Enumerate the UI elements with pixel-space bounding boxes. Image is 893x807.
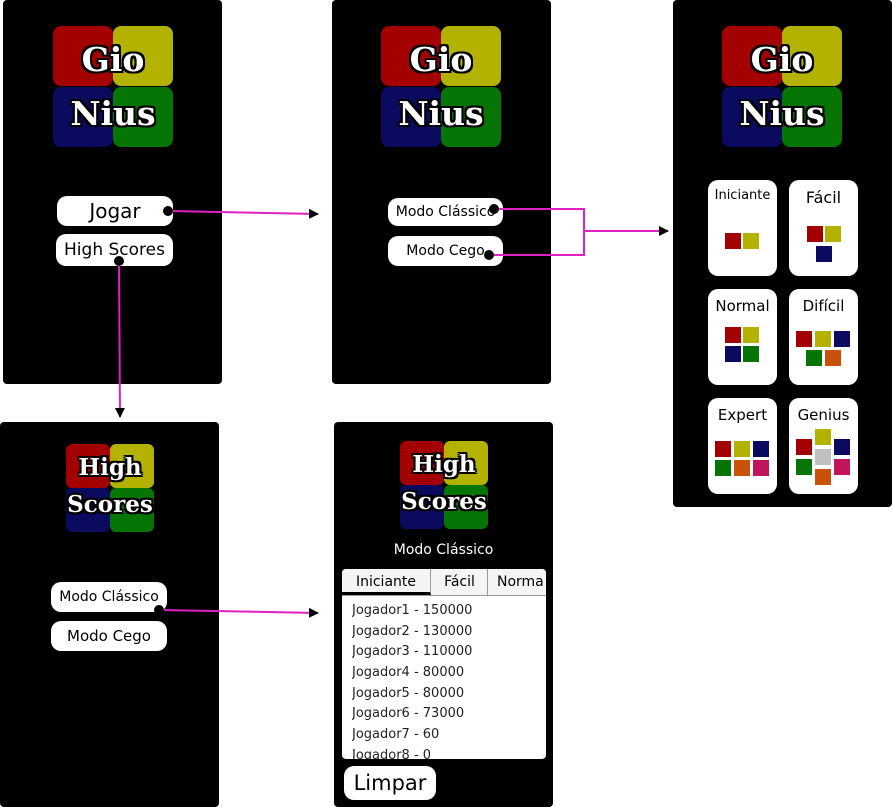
- scores-classic-button[interactable]: Modo Clássico: [51, 582, 167, 612]
- difficulty-card-expert[interactable]: Expert: [708, 398, 777, 494]
- tab-normal[interactable]: Norma: [497, 574, 544, 590]
- clear-button[interactable]: Limpar: [344, 766, 436, 800]
- logo-line-1: Gio: [81, 40, 145, 79]
- logo-line-1: High: [78, 454, 142, 481]
- color-square: [834, 459, 850, 475]
- play-button[interactable]: Jogar: [57, 196, 173, 226]
- gionius-logo: Gio Nius: [53, 26, 173, 148]
- color-square: [734, 460, 750, 476]
- color-square: [807, 226, 823, 242]
- color-square: [815, 469, 831, 485]
- difficulty-tabs: Iniciante Fácil Norma: [342, 569, 546, 596]
- tab-facil[interactable]: Fácil: [432, 569, 488, 595]
- difficulty-label: Iniciante: [714, 188, 771, 203]
- difficulty-label: Expert: [717, 406, 768, 424]
- color-square: [715, 441, 731, 457]
- classic-scores-screen: High Scores Modo Clássico Iniciante Fáci…: [334, 422, 553, 807]
- color-square: [715, 460, 731, 476]
- list-item: Jogador4 - 80000: [352, 665, 465, 681]
- high-scores-button[interactable]: High Scores: [56, 234, 173, 266]
- gionius-logo: Gio Nius: [381, 26, 501, 148]
- list-item: Jogador3 - 110000: [352, 644, 473, 660]
- scores-subtitle: Modo Clássico: [393, 542, 494, 558]
- logo-line-1: Gio: [750, 40, 814, 79]
- color-square: [796, 459, 812, 475]
- gionius-logo: Gio Nius: [722, 26, 842, 148]
- list-item: Jogador6 - 73000: [352, 706, 465, 722]
- color-square: [825, 226, 841, 242]
- tab-iniciante[interactable]: Iniciante: [342, 569, 431, 595]
- difficulty-label: Fácil: [805, 188, 842, 207]
- logo-line-2: Nius: [70, 94, 156, 133]
- color-square: [816, 246, 832, 262]
- logo-line-2: Nius: [398, 94, 484, 133]
- difficulty-card-facil[interactable]: Fácil: [789, 180, 858, 276]
- color-square: [734, 441, 750, 457]
- color-square: [725, 327, 741, 343]
- difficulty-card-genius[interactable]: Genius: [789, 398, 858, 494]
- color-square: [815, 449, 831, 465]
- color-square: [725, 346, 741, 362]
- classic-mode-button[interactable]: Modo Clássico: [388, 198, 503, 226]
- color-square: [834, 331, 850, 347]
- color-square: [815, 429, 831, 445]
- scores-list: Jogador1 - 150000 Jogador2 - 130000 Joga…: [352, 601, 546, 759]
- color-square: [825, 350, 841, 366]
- difficulty-card-dificil[interactable]: Difícil: [789, 289, 858, 385]
- high-scores-logo: High Scores: [66, 444, 154, 532]
- difficulty-label: Genius: [797, 406, 850, 424]
- logo-line-2: Scores: [67, 491, 153, 518]
- list-item: Jogador5 - 80000: [352, 685, 465, 701]
- high-scores-logo: High Scores: [400, 441, 488, 529]
- list-item: Jogador2 - 130000: [352, 623, 473, 639]
- color-square: [743, 233, 759, 249]
- logo-line-1: High: [412, 451, 476, 478]
- color-square: [725, 233, 741, 249]
- high-scores-mode-screen: High Scores Modo Clássico Modo Cego: [0, 422, 219, 807]
- color-square: [815, 331, 831, 347]
- color-square: [753, 460, 769, 476]
- scores-panel: Iniciante Fácil Norma Jogador1 - 150000 …: [342, 569, 546, 759]
- list-item: Jogador7 - 60: [352, 727, 440, 743]
- color-square: [834, 439, 850, 455]
- logo-line-1: Gio: [409, 40, 473, 79]
- difficulty-card-normal[interactable]: Normal: [708, 289, 777, 385]
- color-square: [796, 331, 812, 347]
- color-square: [743, 346, 759, 362]
- difficulty-label: Normal: [715, 297, 770, 315]
- scores-blind-button[interactable]: Modo Cego: [51, 621, 167, 651]
- logo-line-2: Scores: [401, 488, 487, 515]
- list-item: Jogador1 - 150000: [352, 603, 473, 618]
- blind-mode-button[interactable]: Modo Cego: [388, 236, 503, 266]
- main-menu-screen: Gio Nius Jogar High Scores: [3, 0, 222, 384]
- difficulty-select-screen: Gio Nius Iniciante Fácil Normal Difícil …: [673, 0, 892, 507]
- color-square: [743, 327, 759, 343]
- color-square: [806, 350, 822, 366]
- color-square: [796, 439, 812, 455]
- list-item: Jogador8 - 0: [352, 747, 432, 759]
- color-square: [753, 441, 769, 457]
- mode-select-screen: Gio Nius Modo Clássico Modo Cego: [332, 0, 551, 384]
- difficulty-label: Difícil: [802, 297, 845, 315]
- logo-line-2: Nius: [739, 94, 825, 133]
- difficulty-card-iniciante[interactable]: Iniciante: [708, 180, 777, 276]
